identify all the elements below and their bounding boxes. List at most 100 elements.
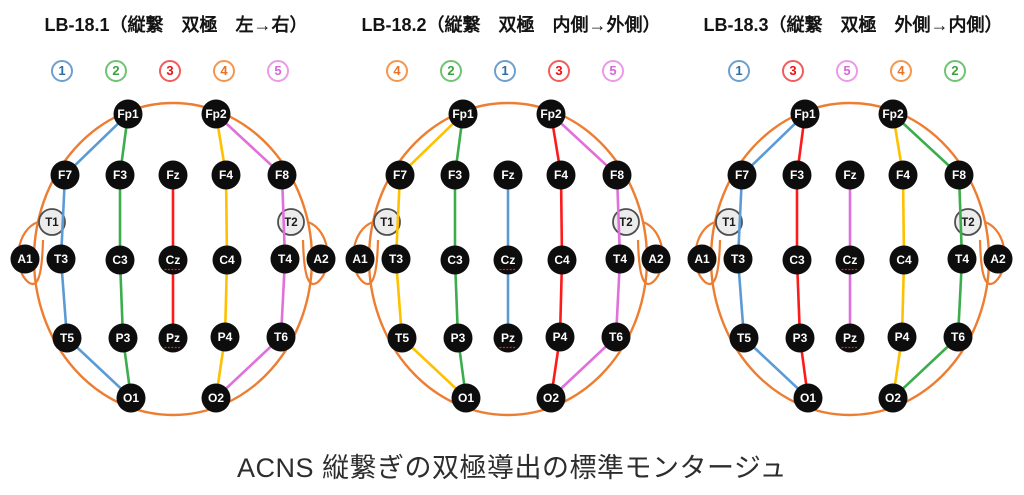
electrode-label-A1: A1 — [352, 252, 368, 266]
electrode-C4 — [889, 245, 919, 275]
electrode-O2 — [878, 383, 908, 413]
electrode-label-O1: O1 — [123, 391, 139, 405]
electrode-label-F3: F3 — [113, 168, 127, 182]
electrode-T5 — [387, 323, 417, 353]
electrode-F3 — [105, 160, 135, 190]
electrode-label-F7: F7 — [393, 168, 407, 182]
chain-number-badge-4: 4 — [890, 60, 912, 82]
electrode-label-F8: F8 — [610, 168, 624, 182]
electrode-label-P3: P3 — [116, 331, 131, 345]
chain-number-badge-2: 2 — [944, 60, 966, 82]
electrode-Fz — [493, 160, 523, 190]
electrode-Fz — [835, 160, 865, 190]
electrode-label-F3: F3 — [790, 168, 804, 182]
electrode-label-C4: C4 — [219, 253, 235, 267]
electrode-Fp2 — [878, 99, 908, 129]
electrode-label-F7: F7 — [58, 168, 72, 182]
electrode-label-Pz: Pz — [166, 331, 180, 345]
electrode-label-F4: F4 — [896, 168, 910, 182]
chain-number-badge-4: 4 — [213, 60, 235, 82]
electrode-label-Cz: Cz — [166, 253, 181, 267]
electrode-A2 — [983, 244, 1013, 274]
panel-title: LB-18.3（縦繋 双極 外側→内側） — [703, 15, 1003, 35]
electrode-F8 — [267, 160, 297, 190]
chain-number-badge-5: 5 — [267, 60, 289, 82]
electrode-label-A2: A2 — [990, 252, 1006, 266]
chain-number-badge-3: 3 — [782, 60, 804, 82]
chain-number-badge-3: 3 — [159, 60, 181, 82]
electrode-Fp1 — [790, 99, 820, 129]
electrode-P3 — [785, 323, 815, 353]
chain-number-badge-1: 1 — [494, 60, 516, 82]
electrode-T6 — [601, 322, 631, 352]
electrode-O2 — [536, 383, 566, 413]
right-ear-outline — [978, 220, 1006, 285]
electrode-label-O2: O2 — [543, 391, 559, 405]
electrode-label-T1: T1 — [722, 217, 736, 229]
chain-number-badge-5: 5 — [836, 60, 858, 82]
chain-number-badge-5: 5 — [602, 60, 624, 82]
electrode-label-T2: T2 — [619, 217, 632, 229]
electrode-P3 — [108, 323, 138, 353]
electrode-T1 — [715, 208, 743, 236]
electrode-Fp2 — [201, 99, 231, 129]
electrode-label-Fz: Fz — [501, 168, 514, 182]
electrode-C3 — [440, 245, 470, 275]
electrode-label-T4: T4 — [955, 252, 969, 266]
electrode-Cz — [158, 245, 188, 275]
electrode-F7 — [727, 160, 757, 190]
left-ear-outline — [694, 220, 722, 285]
electrode-T4 — [270, 244, 300, 274]
electrode-label-A2: A2 — [313, 252, 329, 266]
electrode-P4 — [210, 322, 240, 352]
chain-number-badge-3: 3 — [548, 60, 570, 82]
electrode-label-Cz: Cz — [843, 253, 858, 267]
electrode-F4 — [211, 160, 241, 190]
electrode-label-F4: F4 — [554, 168, 568, 182]
panel-title: LB-18.1（縦繋 双極 左→右） — [44, 15, 308, 35]
electrode-F3 — [440, 160, 470, 190]
electrode-Pz — [493, 323, 523, 353]
electrode-label-T1: T1 — [380, 217, 394, 229]
electrode-label-A2: A2 — [648, 252, 664, 266]
electrode-C3 — [105, 245, 135, 275]
electrode-label-T3: T3 — [54, 252, 68, 266]
electrode-label-F4: F4 — [219, 168, 233, 182]
electrode-label-T1: T1 — [45, 217, 59, 229]
electrode-label-Pz: Pz — [501, 331, 515, 345]
electrode-label-O1: O1 — [800, 391, 816, 405]
electrode-O1 — [116, 383, 146, 413]
electrode-label-T4: T4 — [613, 252, 627, 266]
electrode-label-Pz: Pz — [843, 331, 857, 345]
electrode-F8 — [944, 160, 974, 190]
electrode-label-Fp1: Fp1 — [794, 107, 816, 121]
electrode-C3 — [782, 245, 812, 275]
electrode-F7 — [385, 160, 415, 190]
electrode-Pz — [835, 323, 865, 353]
electrode-label-P3: P3 — [451, 331, 466, 345]
electrode-label-P3: P3 — [793, 331, 808, 345]
electrode-O1 — [793, 383, 823, 413]
electrode-label-C3: C3 — [447, 253, 463, 267]
electrode-label-Fp1: Fp1 — [117, 107, 139, 121]
electrode-label-C4: C4 — [554, 253, 570, 267]
electrode-P4 — [545, 322, 575, 352]
electrode-T4 — [605, 244, 635, 274]
electrode-O1 — [451, 383, 481, 413]
electrode-label-F8: F8 — [952, 168, 966, 182]
left-ear-outline — [17, 220, 45, 285]
electrode-P3 — [443, 323, 473, 353]
electrode-A1 — [345, 244, 375, 274]
right-ear-outline — [636, 220, 664, 285]
electrode-T6 — [943, 322, 973, 352]
electrode-label-A1: A1 — [17, 252, 33, 266]
electrode-label-F7: F7 — [735, 168, 749, 182]
electrode-F4 — [546, 160, 576, 190]
electrode-A2 — [306, 244, 336, 274]
